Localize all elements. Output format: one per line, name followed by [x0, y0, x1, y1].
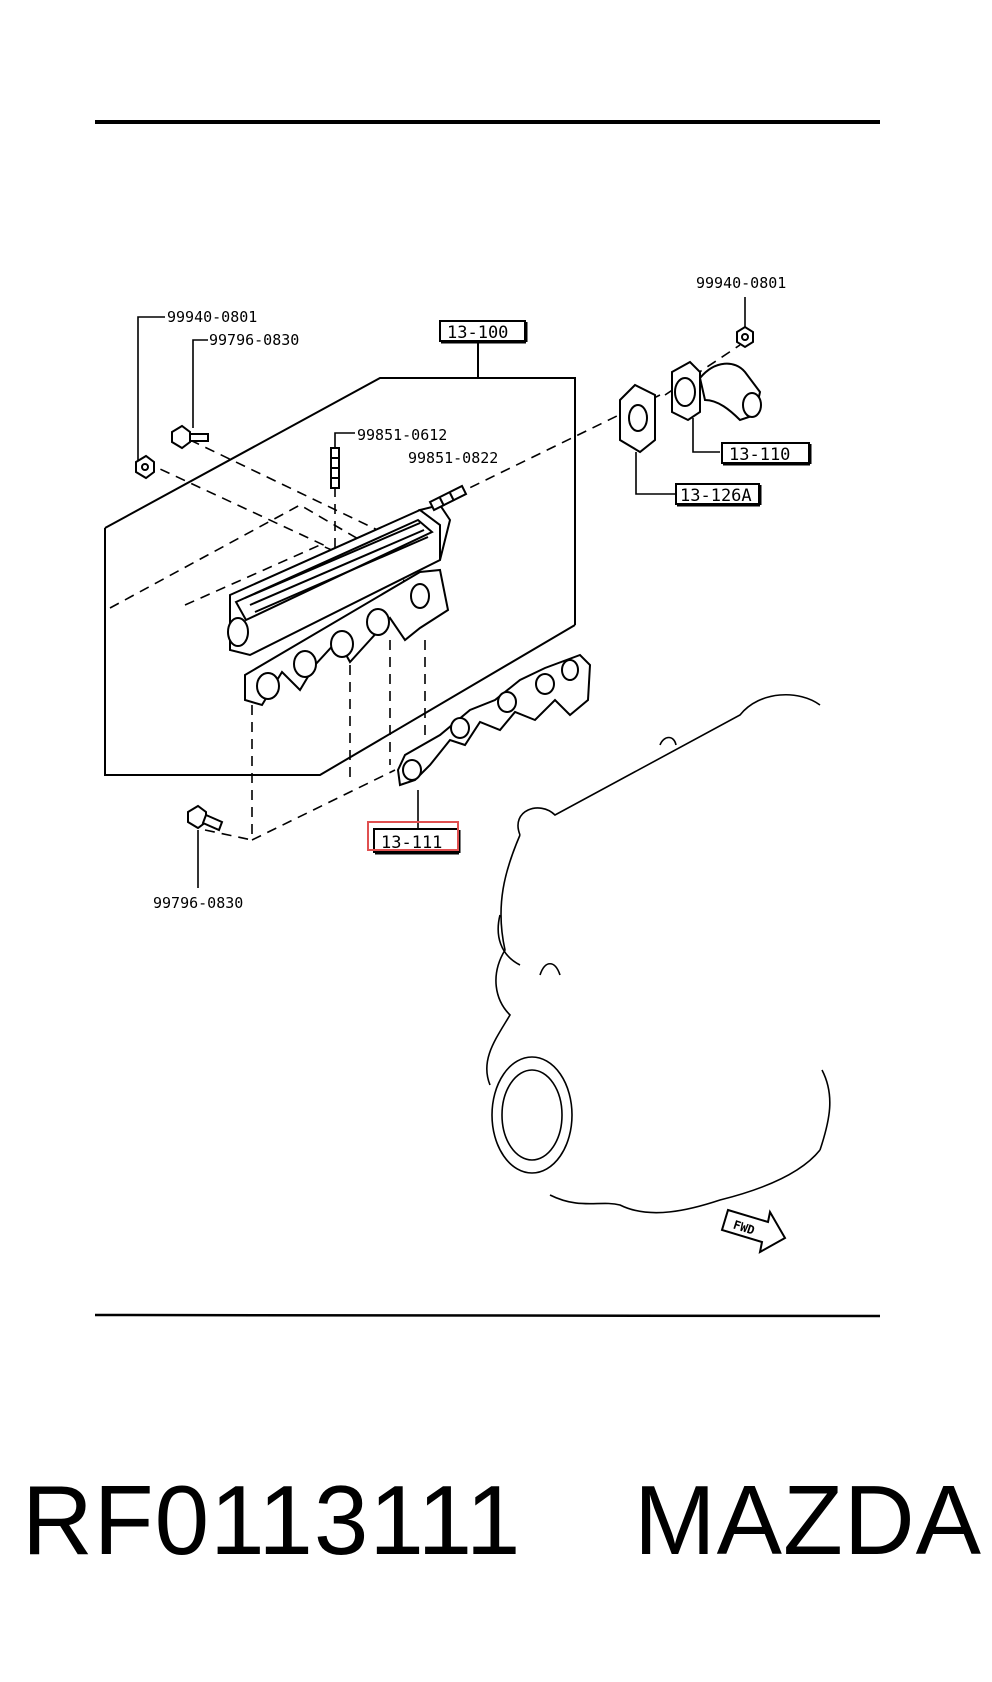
- label-bolt-left-top: 99796-0830: [209, 331, 299, 349]
- fasteners: [135, 325, 754, 832]
- bolt-left-top: [171, 424, 209, 450]
- footer-brand: MAZDA: [634, 1465, 982, 1575]
- label-stud-0822: 99851-0822: [408, 449, 498, 467]
- ref-box-gasket-small: 13-126A: [675, 483, 762, 507]
- manifold-flange: [244, 568, 450, 707]
- exhaust-gasket: [396, 653, 592, 787]
- stud-0612: [330, 447, 340, 489]
- ref-box-highlighted-label: 13-111: [381, 833, 442, 853]
- small-gasket: [619, 383, 656, 454]
- outlet-pipe: [671, 360, 762, 422]
- fwd-arrow-label: FWD: [731, 1218, 756, 1238]
- label-bolt-bottom: 99796-0830: [153, 894, 243, 912]
- label-nut-top-right: 99940-0801: [696, 274, 786, 292]
- part-labels: 99940-0801 99940-0801 99796-0830 99851-0…: [153, 274, 786, 912]
- ref-box-outlet: 13-110: [721, 442, 812, 466]
- label-stud-0612: 99851-0612: [357, 426, 447, 444]
- footer: RF0113111 MAZDA: [22, 1460, 982, 1580]
- bolt-bottom: [187, 804, 224, 832]
- footer-part-number: RF0113111: [22, 1465, 522, 1575]
- nut-left: [135, 454, 155, 480]
- label-nut-left: 99940-0801: [167, 308, 257, 326]
- engine-outline: [486, 694, 831, 1214]
- highlight-frame: [367, 821, 459, 851]
- ref-box-gasket-small-label: 13-126A: [680, 486, 752, 506]
- bottom-rule: [94, 1313, 881, 1318]
- ref-box-assembly-label: 13-100: [447, 323, 508, 343]
- stud-0822: [428, 484, 468, 512]
- fwd-arrow: FWD: [720, 1208, 787, 1254]
- nut-top-right: [736, 325, 754, 349]
- manifold-body: [227, 503, 452, 657]
- leader-lines: [137, 297, 746, 888]
- ref-box-highlighted[interactable]: 13-111: [367, 821, 461, 855]
- ref-box-outlet-label: 13-110: [729, 445, 790, 465]
- assembly-bracket: [104, 340, 576, 776]
- ref-box-assembly: 13-100: [439, 320, 528, 344]
